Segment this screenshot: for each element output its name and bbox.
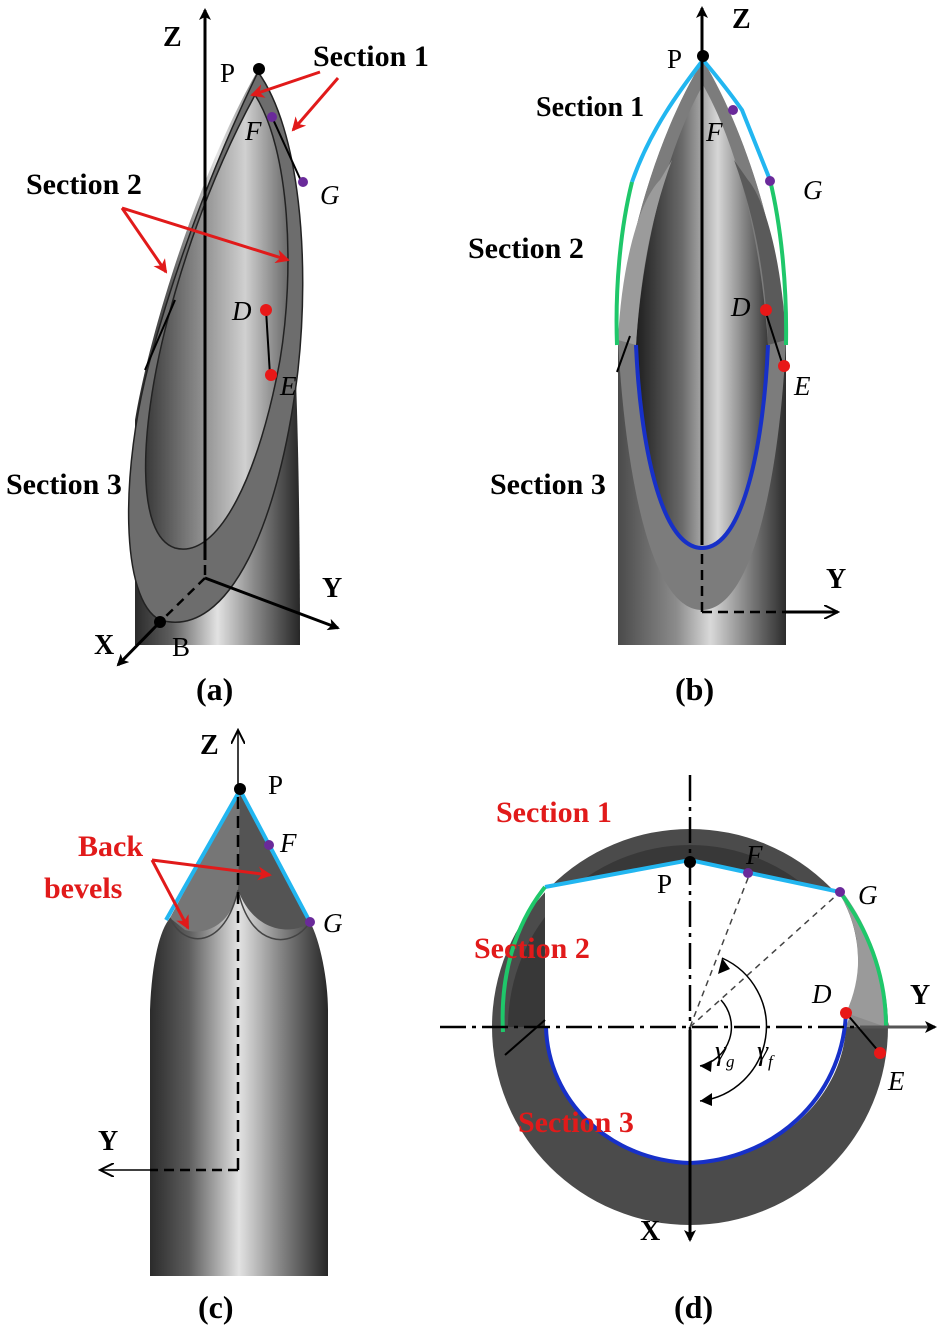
section2-edge-d-right — [838, 890, 888, 1028]
label-e-d: E — [887, 1066, 905, 1096]
panel-b: Z Y P F G D E Section 1 Section 2 Sectio… — [468, 4, 846, 707]
point-f-a — [267, 112, 277, 122]
label-e-a: E — [279, 371, 297, 401]
back-bevels-label-line2: bevels — [44, 872, 122, 905]
section1-edge-d — [544, 857, 841, 894]
label-g-b: G — [803, 175, 823, 205]
axis-x-label-d: X — [640, 1216, 660, 1247]
point-g-d — [835, 887, 845, 897]
back-bevel-right-c — [238, 790, 310, 930]
axis-y-label-c: Y — [98, 1126, 118, 1157]
section2-label-a: Section 2 — [26, 168, 142, 201]
axis-y-label-d: Y — [910, 980, 930, 1011]
label-g-c: G — [323, 908, 343, 938]
point-f-b — [728, 105, 738, 115]
label-g-d: G — [858, 880, 878, 910]
section3-edge-b — [634, 344, 770, 551]
section2-edge-b-right — [768, 179, 789, 346]
point-f-c — [264, 840, 274, 850]
label-f-c: F — [279, 828, 297, 858]
back-bevels-label-line1: Back — [78, 830, 143, 863]
label-f-b: F — [705, 117, 723, 147]
point-g-c — [305, 917, 315, 927]
axis-z-label-b: Z — [732, 4, 751, 35]
panel-a: Section 1 Section 2 Section 3 Z Y X P F … — [6, 8, 429, 707]
axis-z-label-c: Z — [200, 730, 219, 761]
section1-label-b: Section 1 — [536, 92, 644, 123]
gamma-g-label: γg — [715, 1036, 735, 1071]
axis-y-label-a: Y — [322, 573, 342, 604]
y-axis-a — [204, 576, 340, 631]
point-b-a — [154, 616, 166, 628]
point-d-b — [760, 304, 772, 316]
point-e-a — [265, 369, 277, 381]
label-d-a: D — [231, 296, 252, 326]
panel-c: Z Y P F G Back bevels (c) — [44, 730, 343, 1325]
point-p-d — [684, 856, 696, 868]
caption-a: (a) — [196, 671, 233, 707]
gamma-f-label: γf — [757, 1036, 775, 1071]
label-d-b: D — [730, 292, 751, 322]
axis-x-label-a: X — [94, 630, 114, 661]
label-f-d: F — [745, 840, 763, 870]
section2-edge-b-left — [614, 181, 634, 346]
panel-d: Section 1 Section 2 Section 3 P F G D E … — [440, 775, 937, 1325]
label-p-d: P — [657, 869, 672, 899]
point-p-b — [697, 50, 709, 62]
bevel-face-inner-a — [144, 93, 289, 550]
label-d-d: D — [811, 979, 832, 1009]
section3-label-d: Section 3 — [518, 1106, 634, 1139]
caption-b: (b) — [675, 671, 714, 707]
section2-label-b: Section 2 — [468, 232, 584, 265]
section2-label-d: Section 2 — [474, 932, 590, 965]
point-g-a — [298, 177, 308, 187]
section3-label-b: Section 3 — [490, 468, 606, 501]
point-g-b — [765, 176, 775, 186]
label-p-a: P — [220, 58, 235, 88]
point-f-d — [743, 868, 753, 878]
caption-d: (d) — [674, 1289, 713, 1325]
axis-z-label-a: Z — [163, 22, 182, 53]
caption-c: (c) — [198, 1289, 234, 1325]
lumen-d — [545, 860, 859, 1163]
point-d-d — [840, 1007, 852, 1019]
label-e-b: E — [793, 371, 811, 401]
section1-edge-b — [630, 56, 772, 183]
point-p-a — [253, 63, 265, 75]
point-p-c — [234, 783, 246, 795]
section1-label-d: Section 1 — [496, 796, 612, 829]
section3-label-a: Section 3 — [6, 468, 122, 501]
back-bevel-left-c — [170, 790, 240, 932]
point-e-d — [874, 1047, 886, 1059]
label-p-c: P — [268, 770, 283, 800]
label-f-a: F — [244, 116, 262, 146]
label-p-b: P — [667, 44, 682, 74]
axis-y-label-b: Y — [826, 564, 846, 595]
x-axis-a — [116, 620, 162, 667]
label-b-a: B — [172, 632, 190, 662]
section2-edge-d-left — [500, 885, 547, 1033]
point-d-a — [260, 304, 272, 316]
point-e-b — [778, 360, 790, 372]
label-g-a: G — [320, 180, 340, 210]
section1-label-a: Section 1 — [313, 40, 429, 73]
